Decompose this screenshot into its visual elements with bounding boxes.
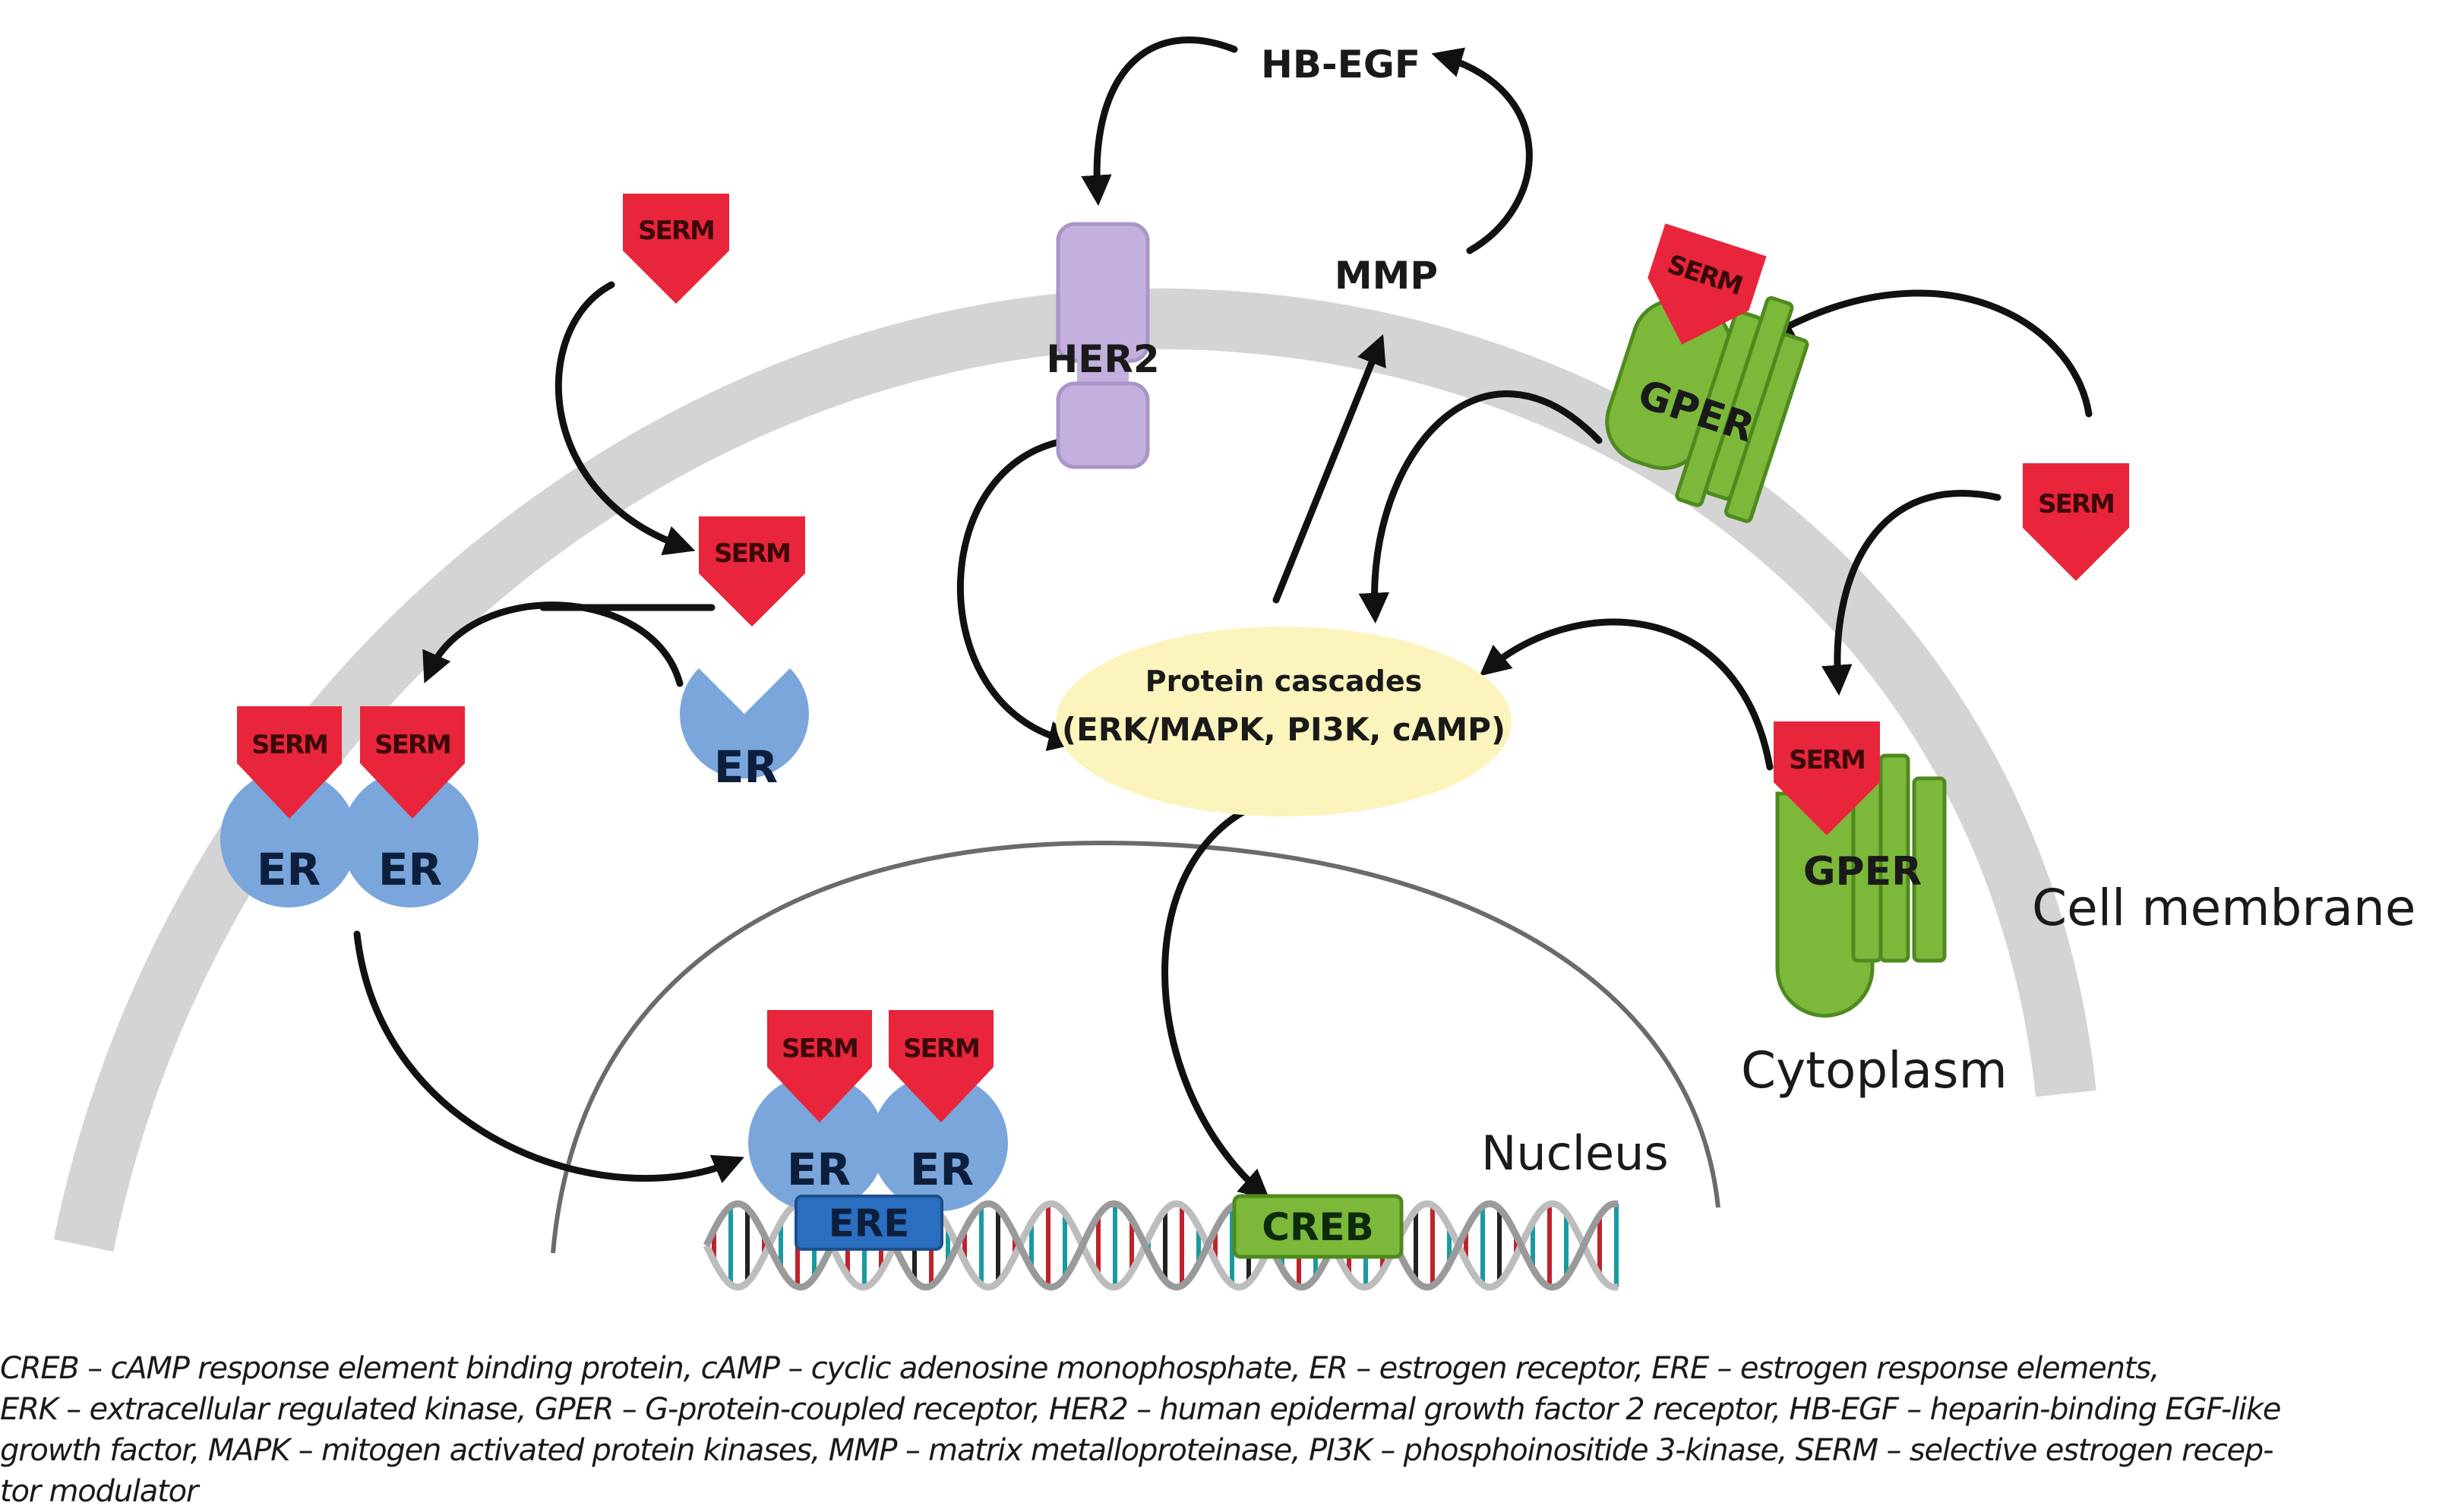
serm-extracellular-left: SERM [623, 194, 729, 304]
caption-line: CREB – cAMP response element binding pro… [0, 1351, 2160, 1386]
arrows [353, 36, 2093, 1201]
creb-box: CREB [1232, 1194, 1404, 1259]
svg-text:SERM: SERM [251, 730, 327, 760]
gper-label: GPER [1803, 849, 1922, 895]
serm-signaling-diagram: HER2 HB-EGF MMP Protein cascades (ERK/MA… [53, 36, 2415, 1291]
svg-text:SERM: SERM [782, 1034, 858, 1064]
arrow-gper2-to-cascade [1479, 618, 1774, 771]
svg-text:SERM: SERM [374, 730, 450, 760]
arrow-serm-to-gper1 [1762, 289, 2093, 418]
arrow-her2-to-cascade [956, 437, 1079, 752]
er-label: ER [910, 1144, 974, 1195]
gper-receptor-upper: SERM GPER [1605, 223, 1809, 523]
ere-box [795, 1195, 943, 1251]
protein-cascades: Protein cascades (ERK/MAPK, PI3K, cAMP) [1056, 627, 1512, 816]
serm-label: SERM [2038, 489, 2114, 519]
her2-label: HER2 [1046, 337, 1159, 381]
nucleus-envelope [551, 840, 1720, 1254]
ere-label: ERE [829, 1201, 910, 1245]
cell-membrane-label: Cell membrane [2032, 879, 2415, 937]
serm-intracellular: SERM [699, 516, 805, 627]
her2-receptor: HER2 [1046, 222, 1160, 469]
er-label: ER [378, 844, 442, 895]
arrow-mmp-to-hbegf [1431, 47, 1533, 254]
mmp-label: MMP [1335, 254, 1438, 298]
caption-line: growth factor, MAPK – mitogen activated … [0, 1433, 2274, 1468]
caption-line: tor modulator [0, 1474, 198, 1509]
arrow-er-to-dimer [422, 601, 684, 687]
er-dimer-nucleus: SERM SERM ER ER ERE [748, 1010, 1008, 1251]
serm-extracellular-right: SERM [2023, 463, 2129, 581]
figure-caption: CREB – cAMP response element binding pro… [0, 1348, 2439, 1512]
arrow-gper1-to-cascade [1358, 390, 1603, 624]
svg-text:SERM: SERM [1789, 745, 1865, 775]
er-label: ER [257, 844, 321, 895]
arrow-hbegf-to-her2 [1081, 36, 1238, 207]
nucleus-label: Nucleus [1481, 1125, 1669, 1181]
hb-egf-label: HB-EGF [1261, 43, 1420, 87]
cytoplasm-label: Cytoplasm [1741, 1041, 2008, 1100]
serm-label: SERM [638, 216, 714, 246]
creb-label: CREB [1262, 1205, 1373, 1249]
gper-receptor-lower: SERM GPER [1774, 721, 1947, 1018]
svg-text:SERM: SERM [903, 1034, 979, 1064]
er-dimer-cytoplasm: SERM SERM ER ER [220, 706, 479, 908]
arrow-cascade-to-mmp [1272, 333, 1386, 604]
protein-cascades-pathways: (ERK/MAPK, PI3K, cAMP) [1062, 711, 1505, 748]
arrow-dimer-to-ere [353, 930, 744, 1184]
arrow-serm-to-gper2 [1821, 490, 2001, 696]
caption-line: ERK – extracellular regulated kinase, GP… [0, 1392, 2282, 1427]
er-label: ER [787, 1144, 851, 1195]
dna-strand [703, 1200, 1619, 1291]
protein-cascades-title: Protein cascades [1145, 664, 1423, 698]
er-label: ER [714, 741, 778, 793]
serm-label: SERM [714, 538, 790, 569]
er-monomer: ER [679, 668, 809, 793]
arrow-serm-entry [554, 281, 696, 556]
arrow-cascade-to-creb [1161, 790, 1295, 1201]
